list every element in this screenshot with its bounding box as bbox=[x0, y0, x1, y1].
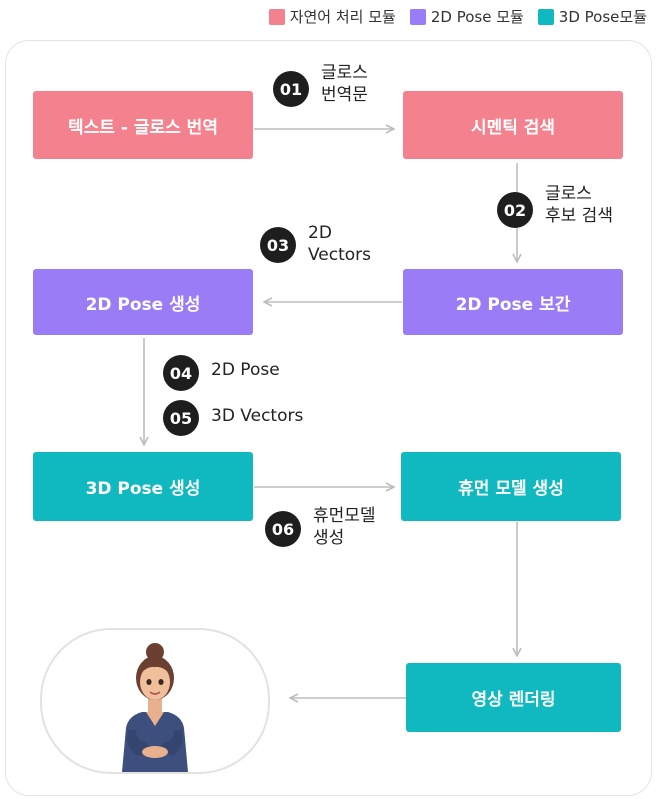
step-badge-05: 05 bbox=[163, 400, 199, 436]
legend: 자연어 처리 모듈 2D Pose 모듈 3D Pose모듈 bbox=[268, 6, 647, 27]
step-06: 06 휴먼모델 생성 bbox=[265, 505, 376, 549]
legend-swatch-3d-pose bbox=[537, 8, 554, 25]
step-badge-02: 02 bbox=[497, 192, 533, 228]
step-badge-01: 01 bbox=[273, 71, 309, 107]
legend-item-3d-pose: 3D Pose모듈 bbox=[537, 6, 647, 27]
step-badge-03: 03 bbox=[260, 227, 296, 263]
node-2d-pose-generation: 2D Pose 생성 bbox=[33, 269, 253, 335]
step-03: 03 2D Vectors bbox=[260, 222, 371, 266]
node-video-rendering: 영상 렌더링 bbox=[406, 663, 621, 732]
node-2d-pose-interpolation: 2D Pose 보간 bbox=[403, 269, 623, 335]
legend-label-nlp: 자연어 처리 모듈 bbox=[289, 8, 396, 26]
node-text-gloss-translation: 텍스트 - 글로스 번역 bbox=[33, 91, 253, 159]
legend-swatch-2d-pose bbox=[409, 8, 426, 25]
step-label-06: 휴먼모델 생성 bbox=[313, 506, 376, 548]
legend-label-3d-pose: 3D Pose모듈 bbox=[558, 8, 647, 26]
step-badge-06: 06 bbox=[265, 511, 301, 547]
step-05: 05 3D Vectors bbox=[163, 400, 303, 436]
step-04: 04 2D Pose bbox=[163, 355, 280, 391]
step-badge-04: 04 bbox=[163, 355, 199, 391]
node-human-model-generation: 휴먼 모델 생성 bbox=[401, 452, 621, 521]
step-02: 02 글로스 후보 검색 bbox=[497, 183, 613, 228]
legend-item-2d-pose: 2D Pose 모듈 bbox=[409, 6, 524, 27]
step-label-01: 글로스 번역문 bbox=[321, 63, 368, 105]
step-01: 01 글로스 번역문 bbox=[273, 62, 368, 107]
step-label-03: 2D Vectors bbox=[308, 223, 372, 265]
legend-label-2d-pose: 2D Pose 모듈 bbox=[430, 8, 524, 26]
step-label-02: 글로스 후보 검색 bbox=[545, 184, 613, 226]
step-label-05: 3D Vectors bbox=[211, 406, 304, 426]
human-avatar-figure bbox=[122, 643, 188, 772]
legend-swatch-nlp bbox=[268, 8, 285, 25]
legend-item-nlp: 자연어 처리 모듈 bbox=[268, 6, 396, 27]
step-label-04: 2D Pose bbox=[211, 360, 280, 380]
node-semantic-search: 시멘틱 검색 bbox=[403, 91, 623, 159]
avatar-output bbox=[40, 628, 270, 774]
node-3d-pose-generation: 3D Pose 생성 bbox=[33, 452, 253, 521]
